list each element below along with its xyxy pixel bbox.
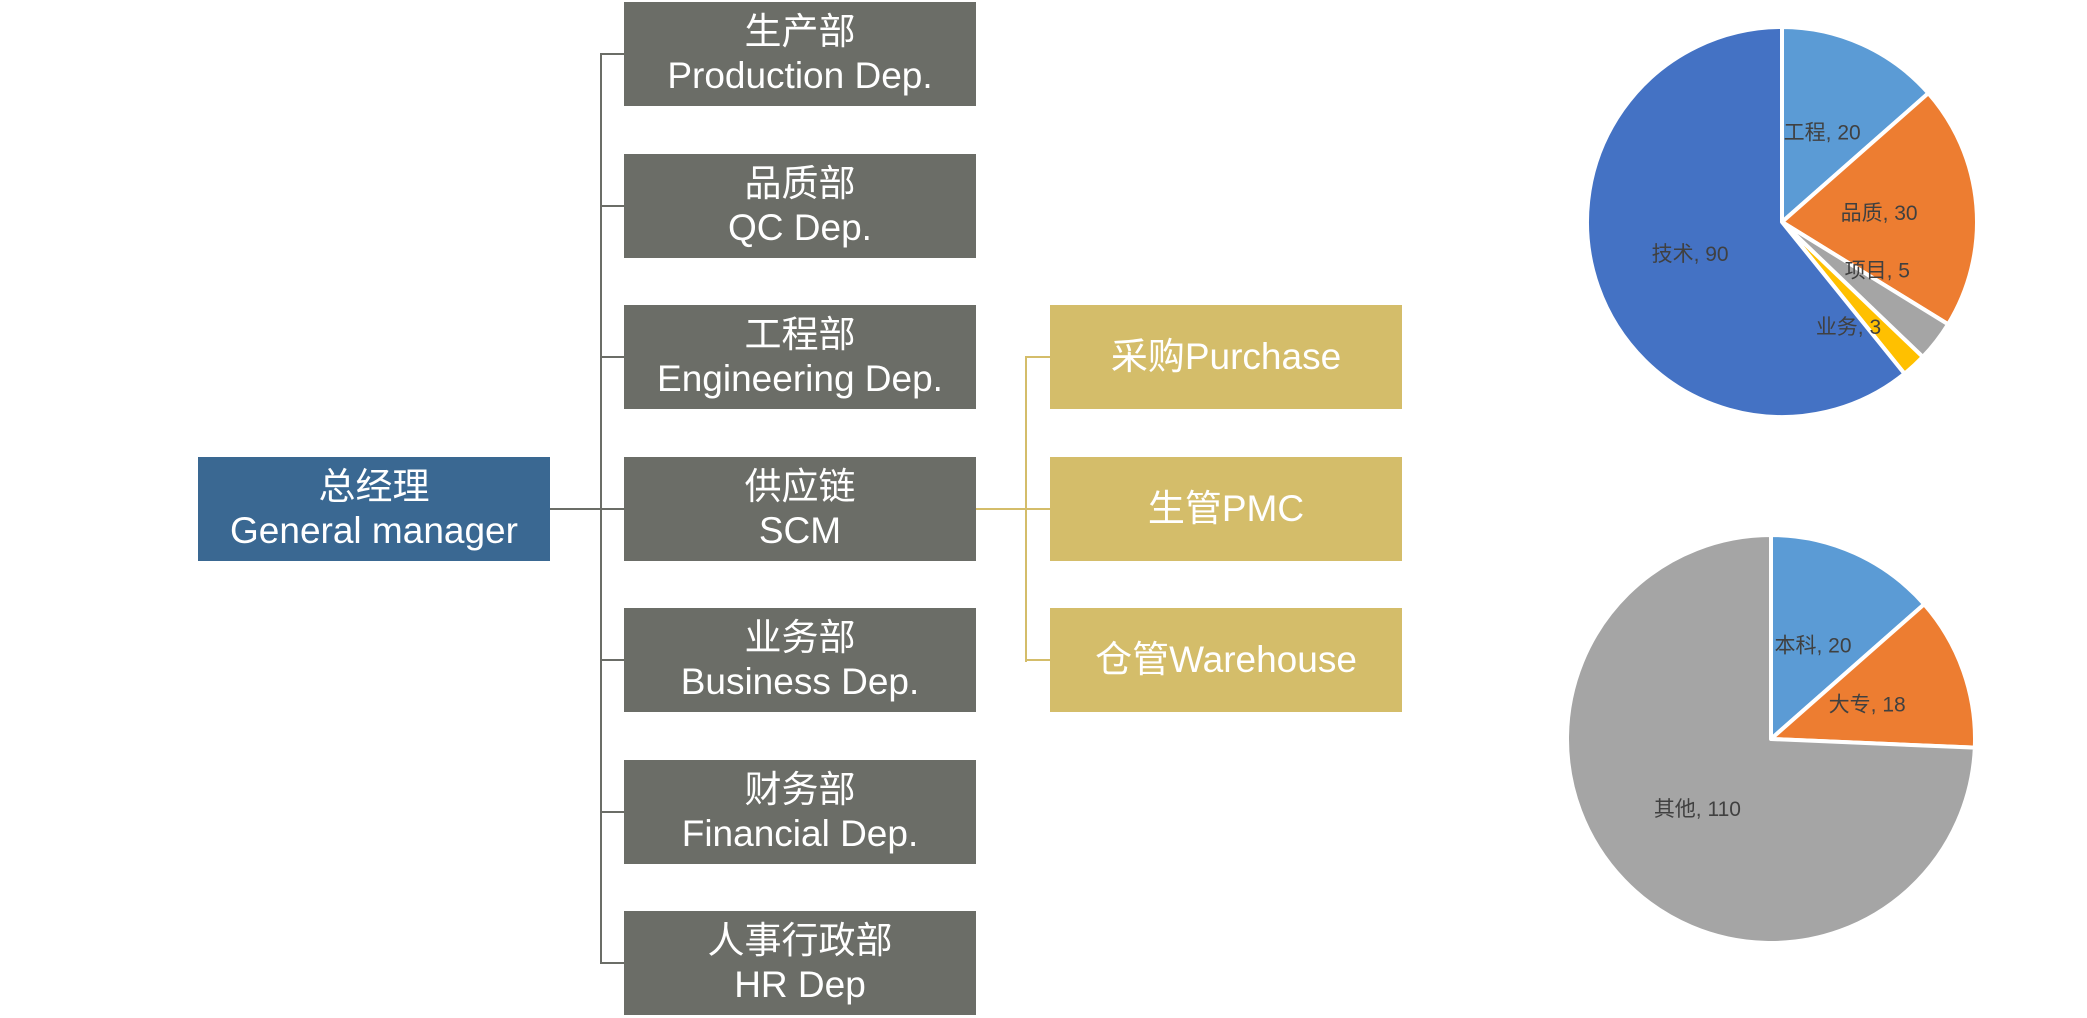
scm-unit-label: 采购Purchase [1110, 336, 1342, 377]
dept-name-zh: 品质部 [744, 163, 856, 204]
dept-box-production: 生产部 Production Dep. [624, 2, 976, 106]
pie-data-label-1: 工程, 20 [1784, 122, 1861, 145]
pie-slice-1 [1769, 533, 1927, 741]
dept-box-business: 业务部 Business Dep. [624, 608, 976, 712]
connector-tick-qc [600, 205, 624, 207]
connector-tick-business [600, 659, 624, 661]
connector-tick-engineering [600, 356, 624, 358]
pie-chart-staff-by-education: 本科, 20 大专, 18 其他, 110 [1565, 533, 1977, 945]
dept-name-en: Production Dep. [667, 55, 933, 96]
connector-tick-hr [600, 962, 624, 964]
scm-unit-label: 仓管Warehouse [1095, 639, 1357, 680]
dept-name-zh: 业务部 [744, 617, 856, 658]
connector-tick-pmc [1025, 508, 1050, 510]
dept-name-zh: 工程部 [744, 314, 856, 355]
pie-data-label-2: 品质, 30 [1841, 202, 1918, 225]
pie-data-label-2: 大专, 18 [1829, 694, 1906, 717]
pie-chart-staff-by-function: 工程, 20 品质, 30 项目, 5 业务, 3 技术, 90 [1585, 25, 1979, 419]
dept-box-qc: 品质部 QC Dep. [624, 154, 976, 258]
connector-tick-warehouse [1025, 659, 1050, 661]
dept-name-en: Financial Dep. [681, 813, 919, 854]
pie-data-label-3: 其他, 110 [1654, 798, 1741, 821]
pie-slice-1 [1780, 25, 1931, 224]
general-manager-name-zh: 总经理 [318, 466, 430, 507]
dept-box-hr: 人事行政部 HR Dep [624, 911, 976, 1015]
pie-slice-2 [1780, 91, 1979, 327]
connector-tick-purchase [1025, 356, 1050, 358]
pie-data-label-4: 业务, 3 [1816, 316, 1881, 339]
pie-data-label-3: 项目, 5 [1845, 260, 1910, 283]
dept-name-en: Business Dep. [680, 661, 920, 702]
dept-name-zh: 财务部 [744, 769, 856, 810]
pie-slice-2 [1769, 602, 1977, 750]
dept-name-zh: 供应链 [744, 466, 856, 507]
scm-box-pmc: 生管PMC [1050, 457, 1402, 561]
pie-slice-5 [1585, 25, 1907, 419]
general-manager-name-en: General manager [230, 510, 518, 551]
pie-slice-3 [1565, 533, 1977, 945]
dept-name-en: QC Dep. [728, 207, 872, 248]
dept-box-financial: 财务部 Financial Dep. [624, 760, 976, 864]
connector-tick-scm [600, 508, 624, 510]
connector-root-to-trunk [550, 508, 601, 510]
dept-name-en: SCM [758, 510, 842, 551]
connector-scm-to-trunk [976, 508, 1026, 510]
dept-name-zh: 生产部 [744, 11, 856, 52]
scm-box-warehouse: 仓管Warehouse [1050, 608, 1402, 712]
general-manager-box: 总经理 General manager [198, 457, 550, 561]
pie-data-label-1: 本科, 20 [1774, 635, 1851, 658]
scm-unit-label: 生管PMC [1147, 488, 1305, 529]
dept-box-scm: 供应链 SCM [624, 457, 976, 561]
connector-tick-financial [600, 811, 624, 813]
scm-box-purchase: 采购Purchase [1050, 305, 1402, 409]
dept-name-zh: 人事行政部 [707, 920, 893, 961]
dept-box-engineering: 工程部 Engineering Dep. [624, 305, 976, 409]
dept-name-en: Engineering Dep. [657, 358, 943, 399]
dept-name-en: HR Dep [734, 964, 866, 1005]
connector-tick-production [600, 53, 624, 55]
pie-data-label-5: 技术, 90 [1652, 243, 1729, 266]
